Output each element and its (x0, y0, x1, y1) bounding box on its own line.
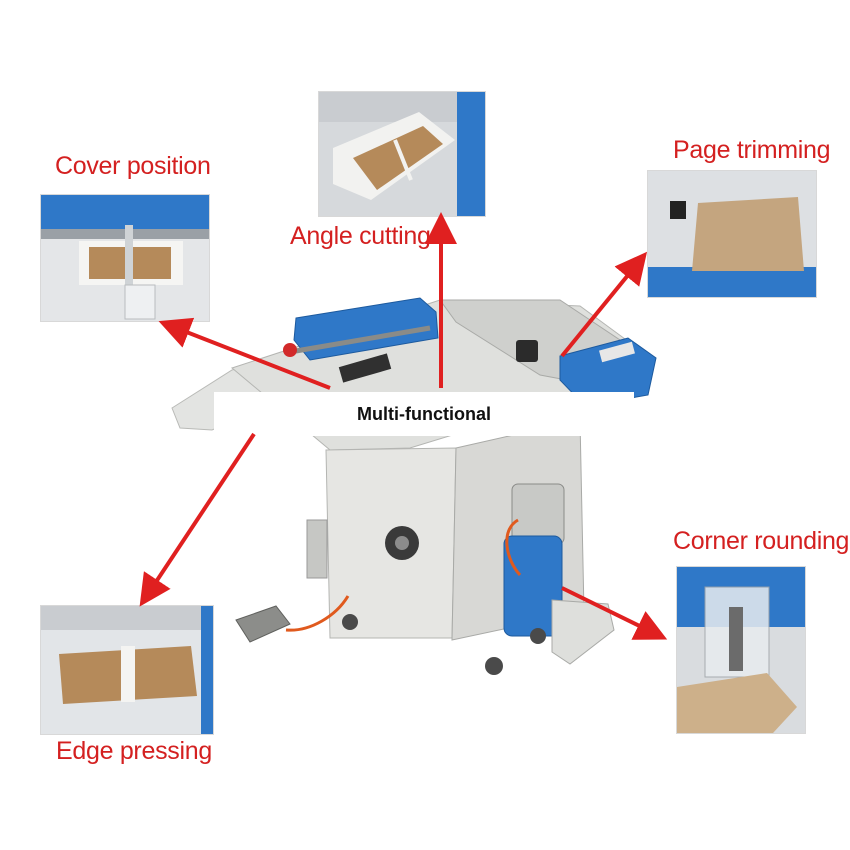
photo-angle-cutting (318, 91, 486, 217)
machine-base-plate (551, 599, 615, 665)
arrow-edge-pressing (139, 432, 256, 607)
arrow-corner-rounding (561, 586, 668, 640)
banner-text: Multi-functional (357, 403, 491, 424)
machine-knob (516, 340, 538, 362)
label-corner-rounding: Corner rounding (673, 527, 850, 555)
label-angle-cutting: Angle cutting (290, 222, 431, 250)
banner: Multi-functional (214, 392, 634, 436)
label-edge-pressing: Edge pressing (56, 737, 212, 765)
machine-handle (599, 341, 635, 363)
arrow-cover-position (158, 317, 331, 390)
foot-pedal (235, 605, 291, 643)
photo-page-trimming (647, 170, 817, 298)
machine-blue-side (559, 337, 657, 407)
photo-cover-position (40, 194, 210, 322)
label-page-trimming: Page trimming (673, 136, 831, 164)
label-cover-position: Cover position (55, 152, 211, 180)
arrow-page-trimming (560, 251, 648, 358)
photo-corner-rounding (676, 566, 806, 734)
photo-edge-pressing (40, 605, 214, 735)
